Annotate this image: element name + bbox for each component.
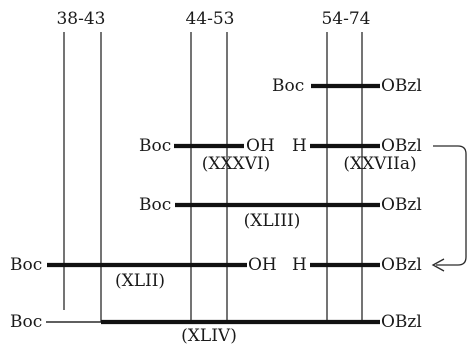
range-label-44-53: 44-53 — [185, 9, 234, 29]
row2b-left-group: H — [292, 136, 307, 156]
row1-right-group: OBzl — [381, 76, 422, 96]
range-label-38-43: 38-43 — [56, 9, 105, 29]
row4a-right-group: OH — [248, 255, 277, 275]
reaction-arrow — [433, 145, 467, 266]
row2a-left-group: Boc — [139, 136, 171, 156]
row3-compound-label: (XLIII) — [244, 211, 301, 231]
row3-right-group: OBzl — [381, 195, 422, 215]
row2a-compound-label: (XXXVI) — [202, 154, 271, 174]
row5-compound-label: (XLIV) — [181, 326, 237, 346]
row3-left-group: Boc — [139, 195, 171, 215]
row2b-right-group: OBzl — [381, 136, 422, 156]
range-label-54-74: 54-74 — [321, 9, 370, 29]
row4b-left-group: H — [292, 255, 307, 275]
row5-left-group: Boc — [10, 312, 42, 332]
row5-right-group: OBzl — [381, 312, 422, 332]
arrow-head — [431, 258, 445, 272]
row2b-compound-label: (XXVIIa) — [343, 154, 416, 174]
row4b-right-group: OBzl — [381, 255, 422, 275]
row1-left-group: Boc — [272, 76, 304, 96]
row2a-right-group: OH — [246, 136, 275, 156]
row4a-compound-label: (XLII) — [115, 271, 165, 291]
row4a-left-group: Boc — [10, 255, 42, 275]
